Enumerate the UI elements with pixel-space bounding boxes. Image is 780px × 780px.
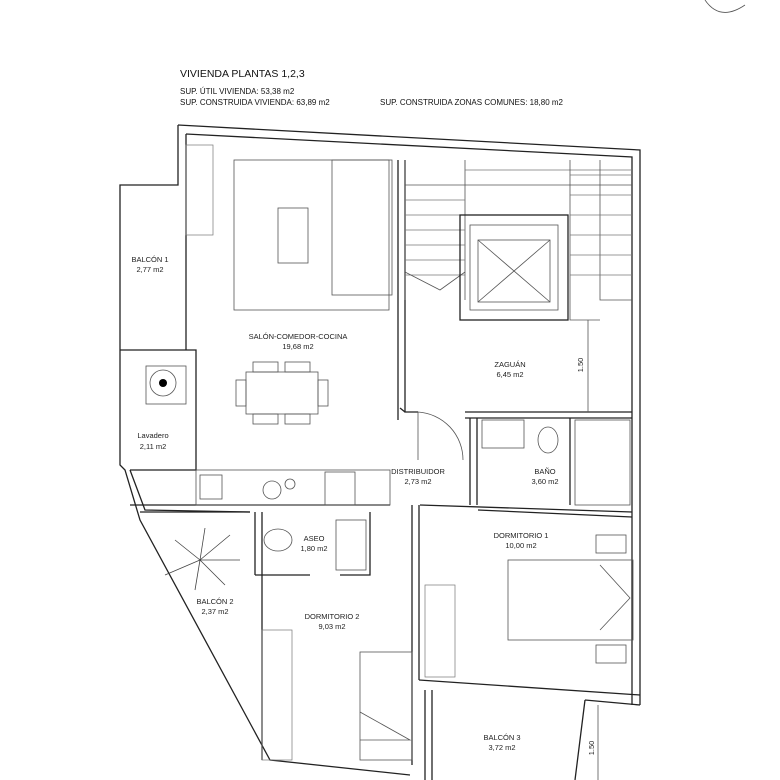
dining-table (235, 361, 329, 425)
svg-text:10,00 m2: 10,00 m2 (505, 541, 536, 550)
washing-machine (145, 365, 187, 405)
room-dormitorio2: DORMITORIO 29,03 m2 (305, 612, 360, 631)
svg-text:DORMITORIO 2: DORMITORIO 2 (305, 612, 360, 621)
svg-text:2,73 m2: 2,73 m2 (404, 477, 431, 486)
svg-text:BALCÓN 1: BALCÓN 1 (131, 255, 168, 264)
entrance-door[interactable] (417, 411, 464, 461)
svg-text:1,80 m2: 1,80 m2 (300, 544, 327, 553)
wardrobes (185, 144, 456, 761)
single-bed (359, 651, 413, 761)
room-balcon3: BALCÓN 33,72 m2 (483, 733, 520, 752)
kitchen-counter (195, 469, 391, 506)
room-balcon2: BALCÓN 22,37 m2 (196, 597, 233, 616)
svg-text:2,37 m2: 2,37 m2 (201, 607, 228, 616)
staircase (404, 160, 632, 321)
double-bed (507, 534, 634, 664)
useful-area: SUP. ÚTIL VIVIENDA: 53,38 m2 (180, 87, 295, 96)
dimension-balcon3: 1.50 (587, 705, 599, 780)
svg-text:2,11 m2: 2,11 m2 (140, 442, 167, 451)
svg-text:9,03 m2: 9,03 m2 (318, 622, 345, 631)
svg-text:BALCÓN 2: BALCÓN 2 (196, 597, 233, 606)
outer-walls (119, 124, 641, 776)
svg-text:BALCÓN 3: BALCÓN 3 (483, 733, 520, 742)
dimension-label: 1.50 (587, 741, 596, 756)
plan-title: VIVIENDA PLANTAS 1,2,3 (180, 68, 305, 80)
sofa (233, 159, 393, 311)
svg-text:ASEO: ASEO (304, 534, 325, 543)
room-balcon1: BALCÓN 12,77 m2 (131, 255, 168, 274)
washing-machine-drum (159, 379, 167, 387)
svg-text:19,68 m2: 19,68 m2 (282, 342, 313, 351)
built-area: SUP. CONSTRUIDA VIVIENDA: 63,89 m2 (180, 98, 330, 107)
svg-text:SALÓN-COMEDOR-COCINA: SALÓN-COMEDOR-COCINA (249, 332, 348, 341)
svg-text:DORMITORIO 1: DORMITORIO 1 (494, 531, 549, 540)
dimension-label: 1.50 (576, 358, 585, 373)
plant (164, 527, 240, 591)
bathroom-fixtures (263, 419, 631, 571)
elevator (459, 214, 569, 321)
svg-text:DISTRIBUIDOR: DISTRIBUIDOR (391, 467, 445, 476)
svg-text:6,45 m2: 6,45 m2 (496, 370, 523, 379)
dimension-zaguan: 1.50 (576, 320, 589, 412)
svg-text:3,72 m2: 3,72 m2 (488, 743, 515, 752)
room-lavadero: Lavadero 2,11 m2 (137, 431, 168, 451)
svg-text:2,77 m2: 2,77 m2 (136, 265, 163, 274)
room-dormitorio1: DORMITORIO 110,00 m2 (494, 531, 549, 550)
svg-text:ZAGUÁN: ZAGUÁN (494, 360, 525, 369)
svg-text:Lavadero: Lavadero (137, 431, 168, 440)
svg-text:BAÑO: BAÑO (534, 467, 555, 476)
svg-text:3,60 m2: 3,60 m2 (531, 477, 558, 486)
common-area: SUP. CONSTRUIDA ZONAS COMUNES: 18,80 m2 (380, 98, 564, 107)
compass-icon (704, 0, 746, 13)
